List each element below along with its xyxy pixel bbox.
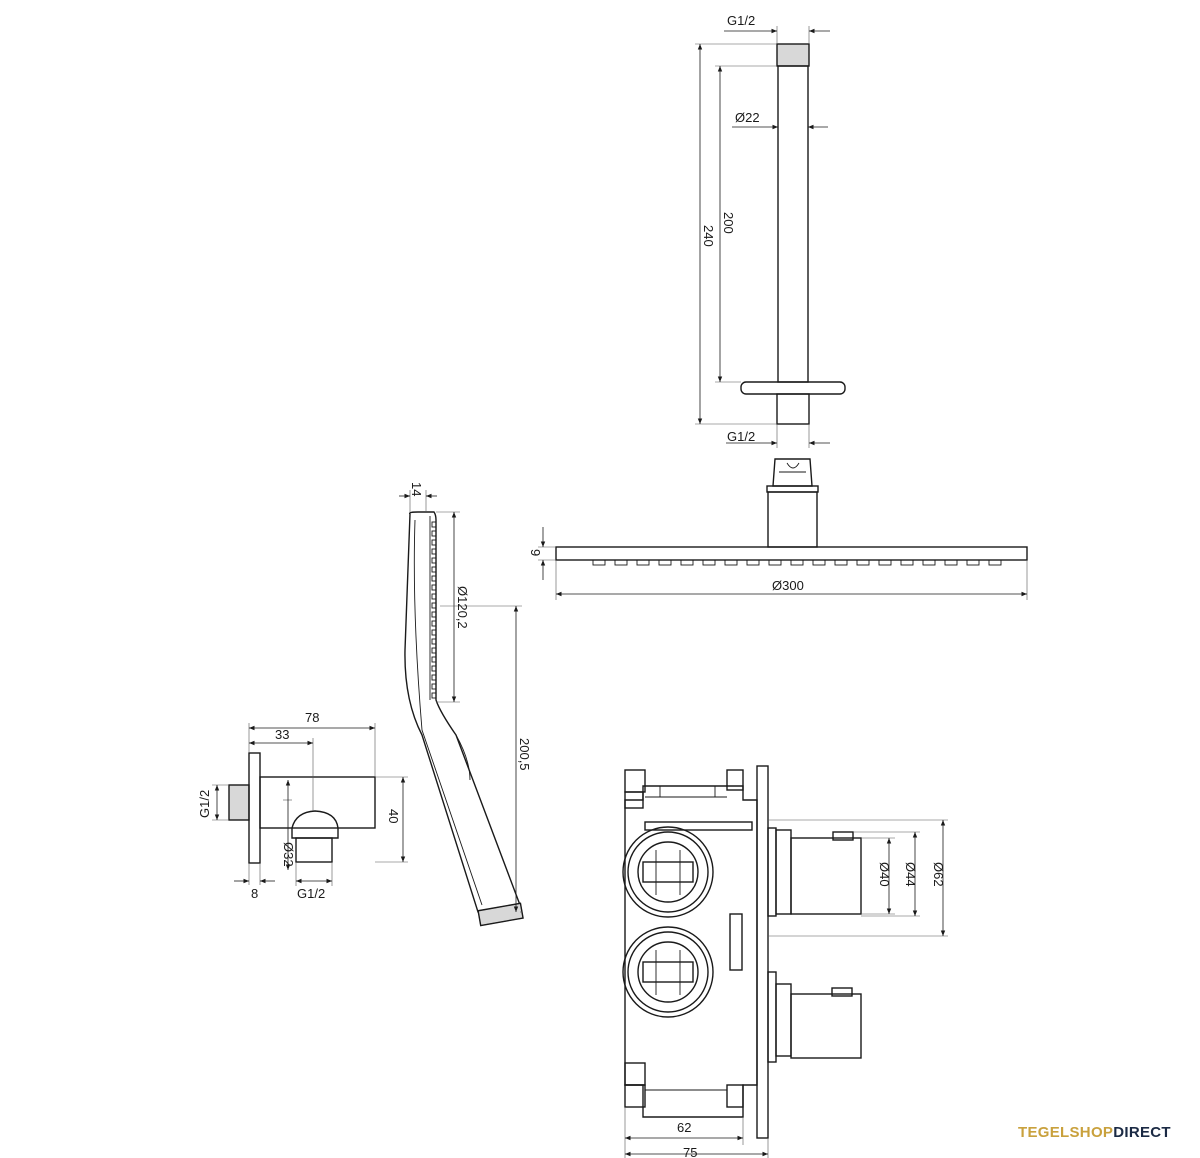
nozzle	[944, 559, 958, 566]
wall-outlet-height-label: 40	[386, 809, 401, 823]
spray-hole	[431, 602, 437, 609]
nozzle	[812, 559, 826, 566]
brand-part1: TEGELSHOP	[1018, 1124, 1114, 1141]
arm-length-inner-label: 200	[721, 212, 736, 234]
nozzle	[768, 559, 782, 566]
wall-outlet-plate-label: 8	[251, 886, 258, 901]
nozzle	[746, 559, 760, 566]
wall-outlet-diameter-label: Ø32	[281, 842, 296, 867]
hand-shower-thickness-label: 14	[409, 482, 424, 496]
hand-shower-diameter-label: Ø120,2	[455, 586, 470, 629]
wall-outlet-dimensions	[212, 723, 408, 886]
valve-d1-label: Ø40	[877, 862, 892, 887]
nozzle	[900, 559, 914, 566]
spray-hole	[431, 665, 437, 672]
nozzle	[878, 559, 892, 566]
spray-hole	[431, 566, 437, 573]
thermostatic-valve-box	[622, 765, 862, 1139]
spray-hole	[431, 638, 437, 645]
brand-logo: TEGELSHOPDIRECT	[1018, 1124, 1171, 1141]
spray-hole	[431, 692, 437, 699]
spray-hole	[431, 656, 437, 663]
arm-length-total-label: 240	[701, 225, 716, 247]
spray-hole	[431, 674, 437, 681]
nozzle	[680, 559, 694, 566]
arm-thread-top-label: G1/2	[727, 13, 755, 28]
spray-hole	[431, 620, 437, 627]
wall-outlet-depth-label: 78	[305, 710, 319, 725]
hand-shower	[404, 511, 524, 927]
wall-outlet-thread-wall-label: G1/2	[197, 790, 212, 818]
spray-hole	[431, 647, 437, 654]
spray-hole	[431, 629, 437, 636]
nozzle	[592, 559, 606, 566]
spray-hole	[431, 611, 437, 618]
valve-d3-label: Ø62	[931, 862, 946, 887]
nozzle	[922, 559, 936, 566]
ceiling-arm	[740, 43, 846, 425]
brand-part2: DIRECT	[1113, 1124, 1171, 1141]
nozzle	[636, 559, 650, 566]
nozzle	[856, 559, 870, 566]
arm-dimensions	[695, 26, 830, 448]
shower-head-height-label: 9	[528, 549, 543, 556]
valve-box-dimensions	[624, 819, 948, 1158]
nozzle	[834, 559, 848, 566]
wall-outlet-thread-outlet-label: G1/2	[297, 886, 325, 901]
hand-shower-dimensions	[399, 490, 522, 913]
valve-d2-label: Ø44	[903, 862, 918, 887]
arm-diameter-label: Ø22	[735, 110, 760, 125]
valve-depth-inner-label: 62	[677, 1120, 691, 1135]
nozzle	[658, 559, 672, 566]
spray-hole	[431, 575, 437, 582]
shower-head-dimensions	[538, 527, 1028, 600]
rain-shower-head	[555, 458, 1028, 566]
wall-outlet-axis-label: 33	[275, 727, 289, 742]
nozzle	[988, 559, 1002, 566]
nozzle	[614, 559, 628, 566]
spray-hole	[431, 557, 437, 564]
wall-outlet	[228, 752, 376, 864]
spray-hole	[431, 584, 437, 591]
spray-hole	[431, 521, 437, 528]
valve-depth-total-label: 75	[683, 1145, 697, 1158]
nozzle	[790, 559, 804, 566]
nozzle	[702, 559, 716, 566]
spray-hole	[431, 539, 437, 546]
nozzle	[724, 559, 738, 566]
spray-hole	[431, 683, 437, 690]
spray-hole	[431, 593, 437, 600]
spray-hole	[431, 530, 437, 537]
hand-shower-length-label: 200,5	[517, 738, 532, 771]
shower-head-diameter-label: Ø300	[772, 578, 804, 593]
arm-thread-bottom-label: G1/2	[727, 429, 755, 444]
spray-hole	[431, 548, 437, 555]
nozzle	[966, 559, 980, 566]
